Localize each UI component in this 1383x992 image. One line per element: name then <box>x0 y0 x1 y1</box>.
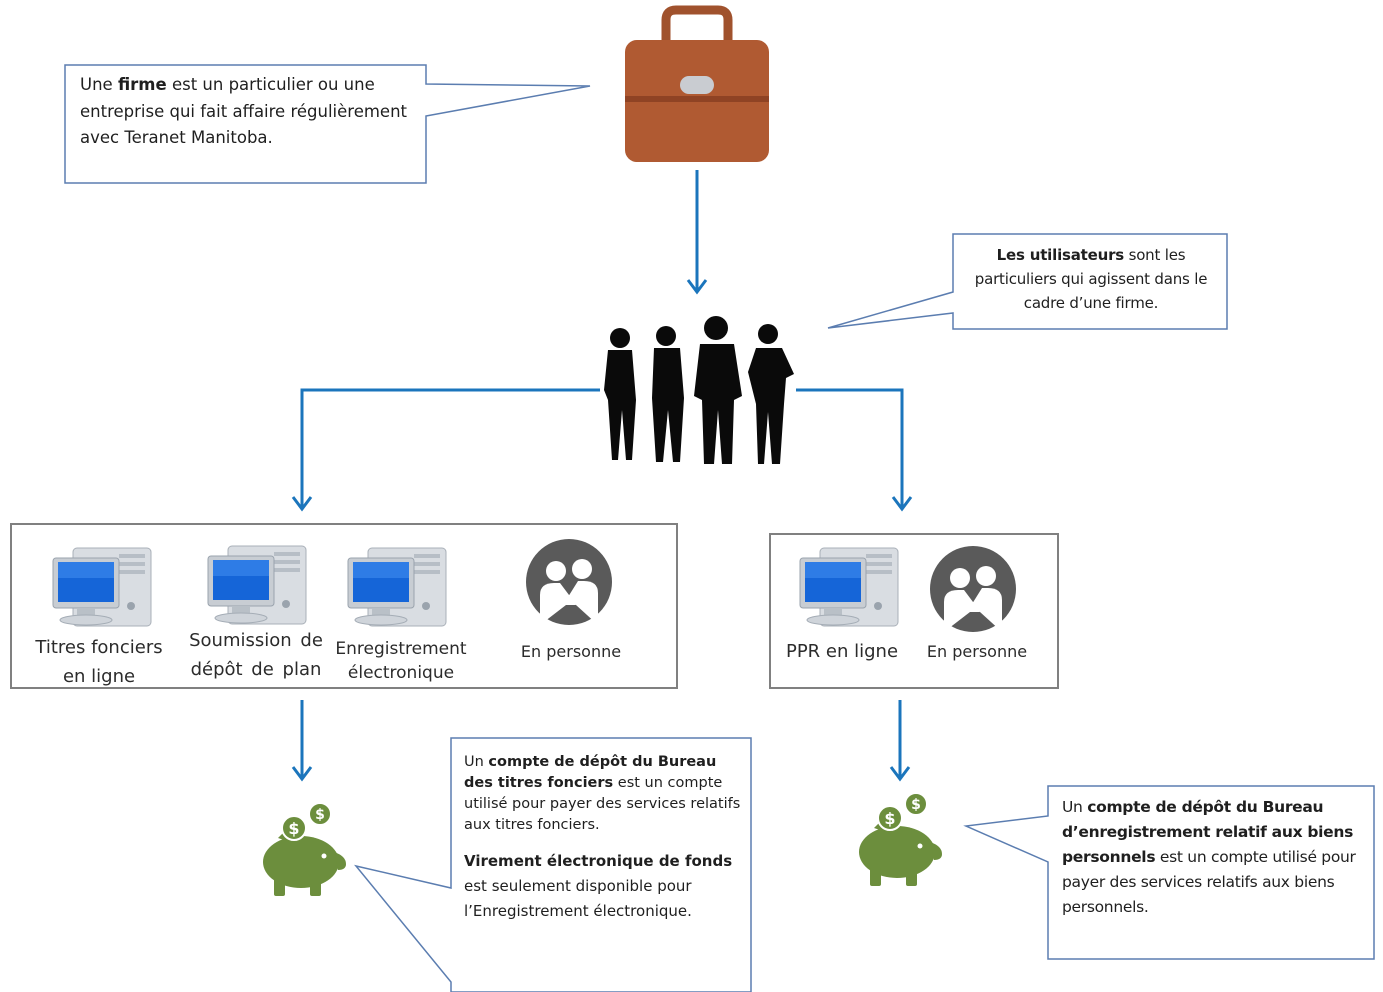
handshake-icon <box>930 546 1016 632</box>
service-label-ppr-en-personne: En personne <box>926 642 1028 661</box>
service-label-depot-plan: Soumission de dépôt de plan <box>189 630 323 680</box>
ppr-deposit-definition-text: Un compte de dépôt du Bureau d’enregistr… <box>1062 798 1356 916</box>
flow-arrows <box>291 170 913 782</box>
users-callout-box <box>827 233 1228 330</box>
briefcase-icon <box>625 5 769 162</box>
firm-callout-box <box>64 64 591 184</box>
eft-note-text: Virement électronique de fonds est seule… <box>464 852 733 920</box>
service-label-en-personne: En personne <box>520 642 622 661</box>
users-definition-text: Les utilisateurs sont les particuliers q… <box>974 246 1208 312</box>
land-deposit-callout-box <box>354 737 752 992</box>
ppr-services-box <box>769 533 1059 689</box>
piggy-bank-icon <box>262 802 347 897</box>
people-silhouette-icon <box>604 316 794 464</box>
ppr-deposit-callout-box <box>963 785 1375 960</box>
service-label-ppr-en-ligne: PPR en ligne <box>785 641 899 662</box>
service-label-enregistrement: Enregistrement électronique <box>335 639 467 683</box>
firm-definition-text: Une firme est un particulier ou une entr… <box>80 75 408 147</box>
piggy-bank-icon <box>858 792 943 887</box>
handshake-icon <box>526 539 612 625</box>
land-deposit-definition-text: Un compte de dépôt du Bureau des titres … <box>464 752 748 924</box>
service-label-titres-fonciers: Titres fonciers en ligne <box>35 637 163 687</box>
